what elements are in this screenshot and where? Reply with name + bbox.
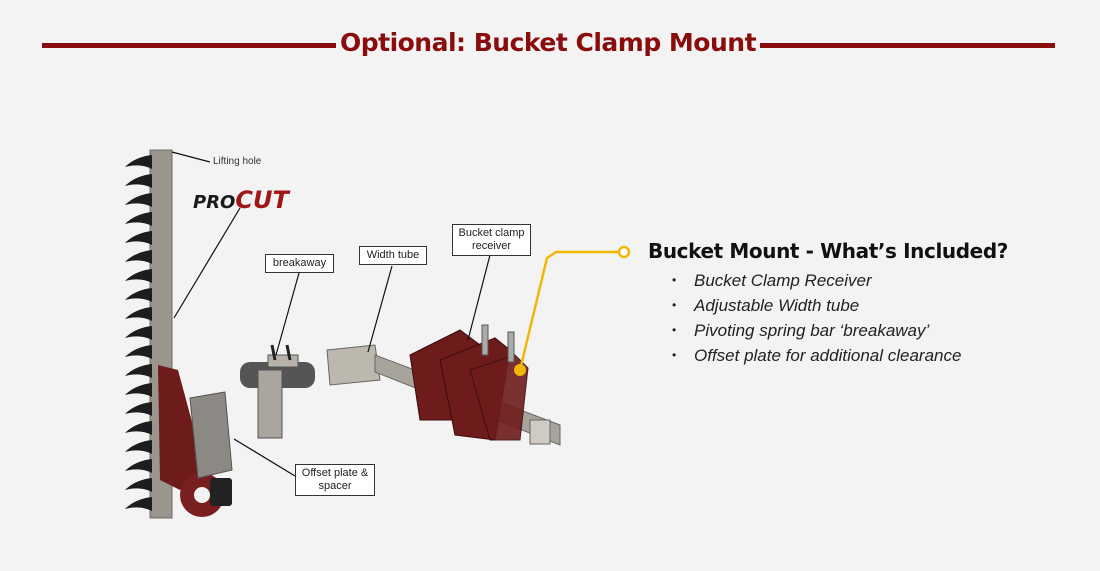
- offset-plate: [189, 391, 233, 479]
- cutter-tooth: [125, 345, 152, 359]
- list-item: Offset plate for additional clearance: [672, 343, 961, 368]
- leader-lines: [171, 151, 491, 477]
- cutter-tooth: [125, 364, 152, 378]
- callout-connector: [514, 245, 631, 376]
- cutter-tooth: [125, 174, 152, 188]
- cutter-bar: [125, 149, 232, 519]
- cutter-tooth: [125, 288, 152, 302]
- cutter-tooth: [125, 326, 152, 340]
- cutter-tooth: [125, 497, 152, 511]
- cutter-tooth: [125, 269, 152, 283]
- cutter-tooth: [125, 212, 152, 226]
- list-item: Adjustable Width tube: [672, 293, 961, 318]
- list-item: Bucket Clamp Receiver: [672, 268, 961, 293]
- header-rule-right: [760, 43, 1055, 48]
- cutter-tooth: [125, 231, 152, 245]
- cutter-tooth: [125, 459, 152, 473]
- label-width-tube: Width tube: [359, 246, 427, 265]
- cutter-tooth: [125, 383, 152, 397]
- header-rule-left: [42, 43, 336, 48]
- page-title: Optional: Bucket Clamp Mount: [339, 28, 757, 57]
- label-offset-plate: Offset plate & spacer: [295, 464, 375, 496]
- procut-logo: PROCUT: [193, 186, 289, 214]
- label-bucket-clamp-receiver: Bucket clamp receiver: [452, 224, 531, 256]
- bucket-clamp-receiver-part: [409, 324, 529, 441]
- breakaway-part: [240, 344, 315, 439]
- cutter-tooth: [125, 307, 152, 321]
- list-item: Pivoting spring bar ‘breakaway’: [672, 318, 961, 343]
- cutter-tooth: [125, 402, 152, 416]
- included-list: Bucket Clamp Receiver Adjustable Width t…: [672, 268, 961, 368]
- label-lifting-hole: Lifting hole: [213, 156, 262, 167]
- cutter-tooth: [125, 440, 152, 454]
- cutter-tooth: [125, 421, 152, 435]
- included-heading: Bucket Mount - What’s Included?: [648, 239, 1008, 263]
- cutter-tooth: [125, 250, 152, 264]
- cutter-tooth: [125, 155, 152, 169]
- cutter-tooth: [125, 193, 152, 207]
- cutter-tooth: [125, 478, 152, 492]
- label-breakaway: breakaway: [265, 254, 334, 273]
